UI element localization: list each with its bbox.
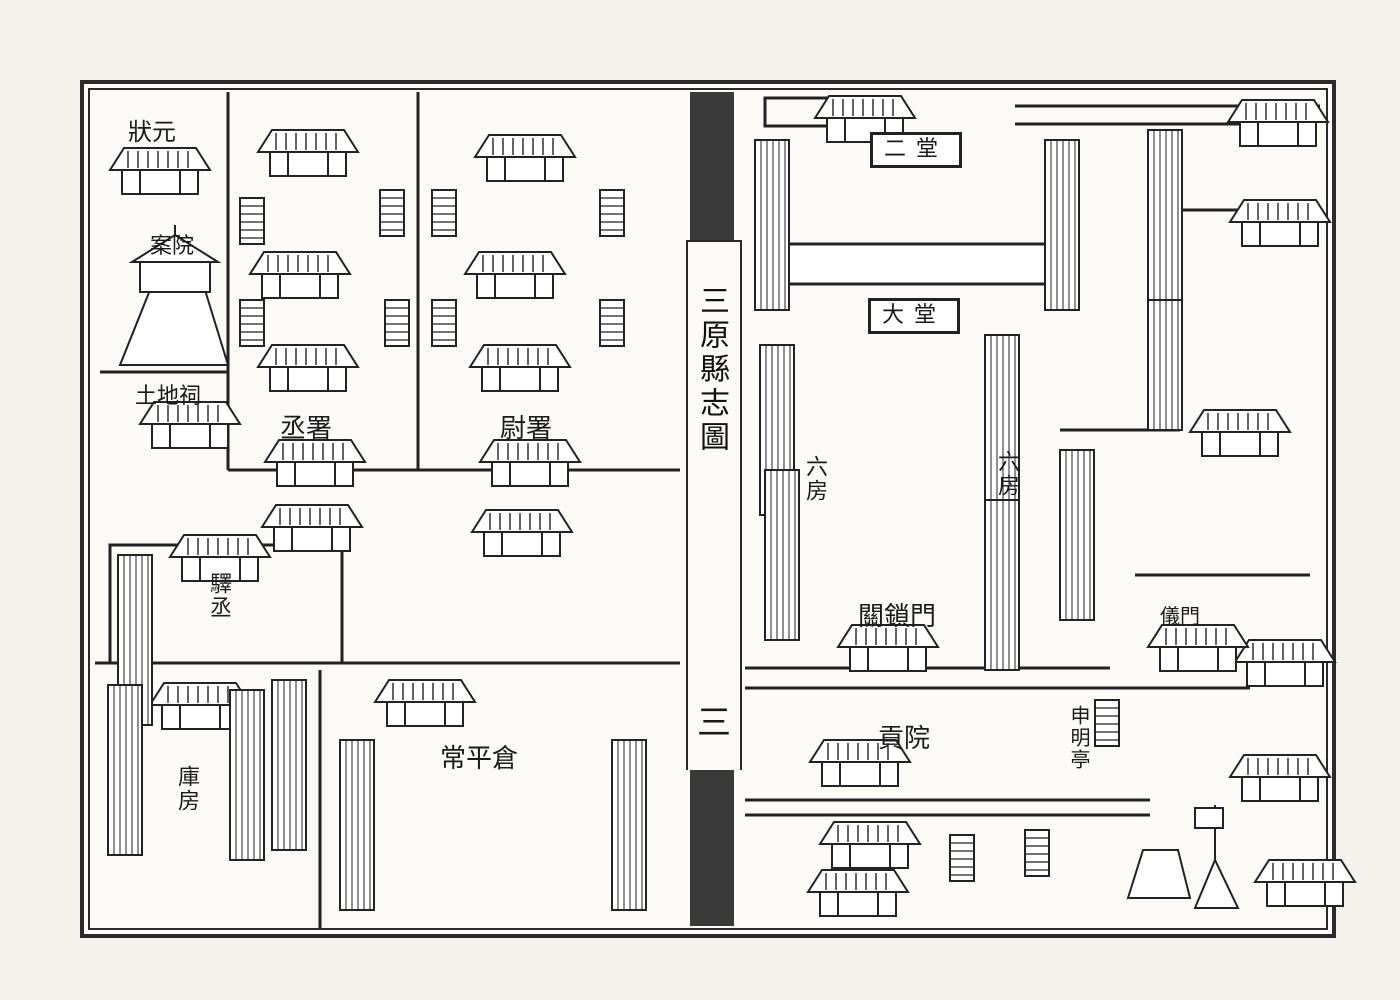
wei-shu-label: 尉署 bbox=[500, 414, 553, 444]
da-tang-plaque: 大堂 bbox=[868, 298, 960, 334]
jie-guan-men-label: 關鎖門 bbox=[858, 602, 937, 632]
tower-label: 狀元 bbox=[128, 118, 176, 146]
yi-men-label: 儀門 bbox=[1160, 604, 1200, 628]
gong-yuan-label: 貢院 bbox=[878, 724, 931, 754]
cheng-shu-label: 丞署 bbox=[280, 414, 333, 444]
inner-frame bbox=[88, 88, 1328, 930]
ku-label: 庫房 bbox=[174, 765, 199, 813]
spine-title: 三原縣志圖 bbox=[694, 285, 729, 455]
chang-ping-cang-label: 常平倉 bbox=[440, 744, 519, 774]
yi-cheng-label: 驛丞 bbox=[206, 572, 231, 620]
tudi-shrine-label: 土地祠 bbox=[135, 384, 202, 409]
spine-title-box bbox=[686, 270, 742, 770]
er-tang-plaque: 二堂 bbox=[870, 132, 962, 168]
left-corridor-label: 六房 bbox=[802, 455, 827, 503]
shen-ming-ting-label: 申明亭 bbox=[1067, 705, 1091, 771]
spine-page-number: 三 bbox=[697, 703, 731, 743]
tower-drawing bbox=[118, 225, 230, 366]
yin-label: 案院 bbox=[150, 234, 195, 259]
right-corridor-label: 六房 bbox=[994, 450, 1019, 498]
